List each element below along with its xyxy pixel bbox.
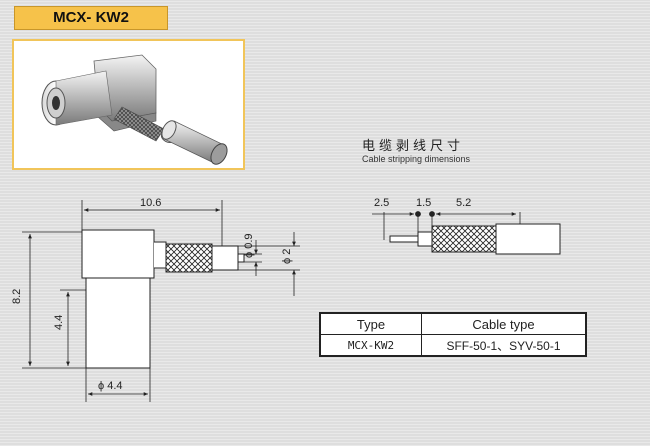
dim-sleeve-diameter-label: ϕ 2 [281,249,293,264]
dimension-body-diameter [85,368,151,402]
connector-side-view [81,229,245,369]
dimension-sleeve-diameter [238,232,300,296]
header-cable-type: Cable type [421,312,587,335]
spec-table-row: MCX-KW2 SFF-50-1、SYV-50-1 [319,334,587,357]
connector-photo-illustration [41,54,228,165]
stripping-title-cn: 电缆剥线尺寸 [362,139,465,154]
dimension-lower-height [60,289,86,366]
dimension-length [81,200,223,246]
dimension-pin-diameter [244,240,262,276]
stripping-title-en: Cable stripping dimensions [362,154,471,164]
spec-table: Type Cable type MCX-KW2 SFF-50-1、SYV-50-… [319,312,587,357]
stripping-dimension-lines [372,211,521,240]
strip-dim-2: 1.5 [416,197,431,209]
model-title: MCX- KW2 [14,6,168,30]
cell-type: MCX-KW2 [319,334,422,357]
spec-table-header: Type Cable type [319,312,587,335]
dim-lower-height-label: 4.4 [53,315,65,330]
cable-stripping-view [389,223,561,255]
header-type: Type [319,312,422,335]
cell-cable-type: SFF-50-1、SYV-50-1 [421,334,587,357]
dim-body-diameter-label: ϕ 4.4 [98,380,123,392]
dimension-height [22,231,86,369]
product-photo [12,39,245,170]
dim-height-label: 8.2 [11,289,23,304]
dim-length-label: 10.6 [140,197,161,209]
strip-dim-1: 2.5 [374,197,389,209]
strip-dim-3: 5.2 [456,197,471,209]
